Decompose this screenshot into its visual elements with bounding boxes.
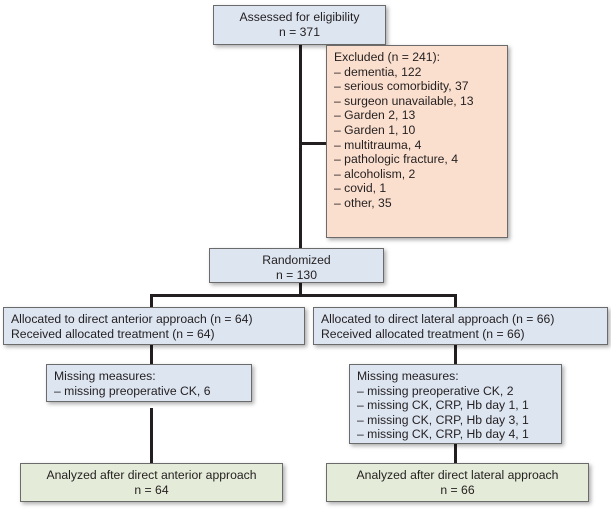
node-allocated-direct-anterior: Allocated to direct anterior approach (n…	[3, 307, 305, 345]
analyzed-right-line-1: Analyzed after direct lateral approach	[356, 468, 559, 482]
node-excluded: Excluded (n = 241): – dementia, 122 – se…	[326, 45, 508, 238]
allocated-right-line-1: Allocated to direct lateral approach (n …	[321, 312, 555, 326]
excluded-item: – other, 35	[334, 195, 392, 210]
assessed-line-1: Assessed for eligibility	[239, 10, 360, 24]
allocated-left-line-2: Received allocated treatment (n = 64)	[11, 326, 215, 341]
connector-right-allocated-to-missing	[454, 345, 457, 364]
missing-right-item: – missing preoperative CK, 2	[357, 383, 514, 398]
allocated-left-line-1: Allocated to direct anterior approach (n…	[11, 312, 253, 326]
node-assessed-for-eligibility: Assessed for eligibility n = 371	[213, 5, 386, 45]
assessed-line-2: n = 371	[278, 24, 320, 39]
connector-left-arm	[150, 294, 153, 308]
excluded-item: – multitrauma, 4	[334, 137, 422, 152]
excluded-item: – pathologic fracture, 4	[334, 152, 458, 167]
missing-right-item: – missing CK, CRP, Hb day 4, 1	[357, 427, 529, 442]
excluded-title: Excluded (n = 241):	[334, 50, 441, 64]
excluded-item: – alcoholism, 2	[334, 166, 416, 181]
connector-right-arm	[454, 294, 457, 308]
node-analyzed-direct-lateral: Analyzed after direct lateral approach n…	[326, 463, 589, 502]
missing-left-title: Missing measures:	[54, 369, 156, 383]
node-analyzed-direct-anterior: Analyzed after direct anterior approach …	[20, 463, 283, 502]
node-allocated-direct-lateral: Allocated to direct lateral approach (n …	[313, 307, 608, 345]
connector-split-bus	[150, 294, 457, 297]
missing-left-item: – missing preoperative CK, 6	[54, 383, 211, 398]
connector-assessed-to-randomized	[299, 44, 302, 250]
connector-left-missing-to-analyzed	[150, 408, 153, 464]
excluded-item: – surgeon unavailable, 13	[334, 93, 474, 108]
excluded-item: – serious comorbidity, 37	[334, 79, 469, 94]
connector-trunk-to-excluded	[299, 142, 327, 145]
analyzed-left-line-2: n = 64	[134, 482, 169, 497]
analyzed-right-line-2: n = 66	[440, 482, 475, 497]
missing-right-item: – missing CK, CRP, Hb day 3, 1	[357, 412, 529, 427]
node-missing-measures-left: Missing measures: – missing preoperative…	[46, 364, 252, 402]
randomized-line-1: Randomized	[262, 253, 331, 267]
analyzed-left-line-1: Analyzed after direct anterior approach	[46, 468, 257, 482]
missing-right-title: Missing measures:	[357, 369, 459, 383]
excluded-item: – Garden 2, 13	[334, 108, 416, 123]
connector-randomized-down	[299, 281, 302, 297]
missing-right-item: – missing CK, CRP, Hb day 1, 1	[357, 398, 529, 413]
node-missing-measures-right: Missing measures: – missing preoperative…	[349, 364, 562, 444]
connector-left-allocated-to-missing	[150, 345, 153, 364]
randomized-line-2: n = 130	[275, 267, 317, 282]
connector-right-missing-to-analyzed	[454, 441, 457, 464]
excluded-item: – covid, 1	[334, 181, 387, 196]
allocated-right-line-2: Received allocated treatment (n = 66)	[321, 326, 525, 341]
excluded-item: – dementia, 122	[334, 64, 422, 79]
node-randomized: Randomized n = 130	[209, 248, 384, 283]
excluded-item: – Garden 1, 10	[334, 122, 416, 137]
